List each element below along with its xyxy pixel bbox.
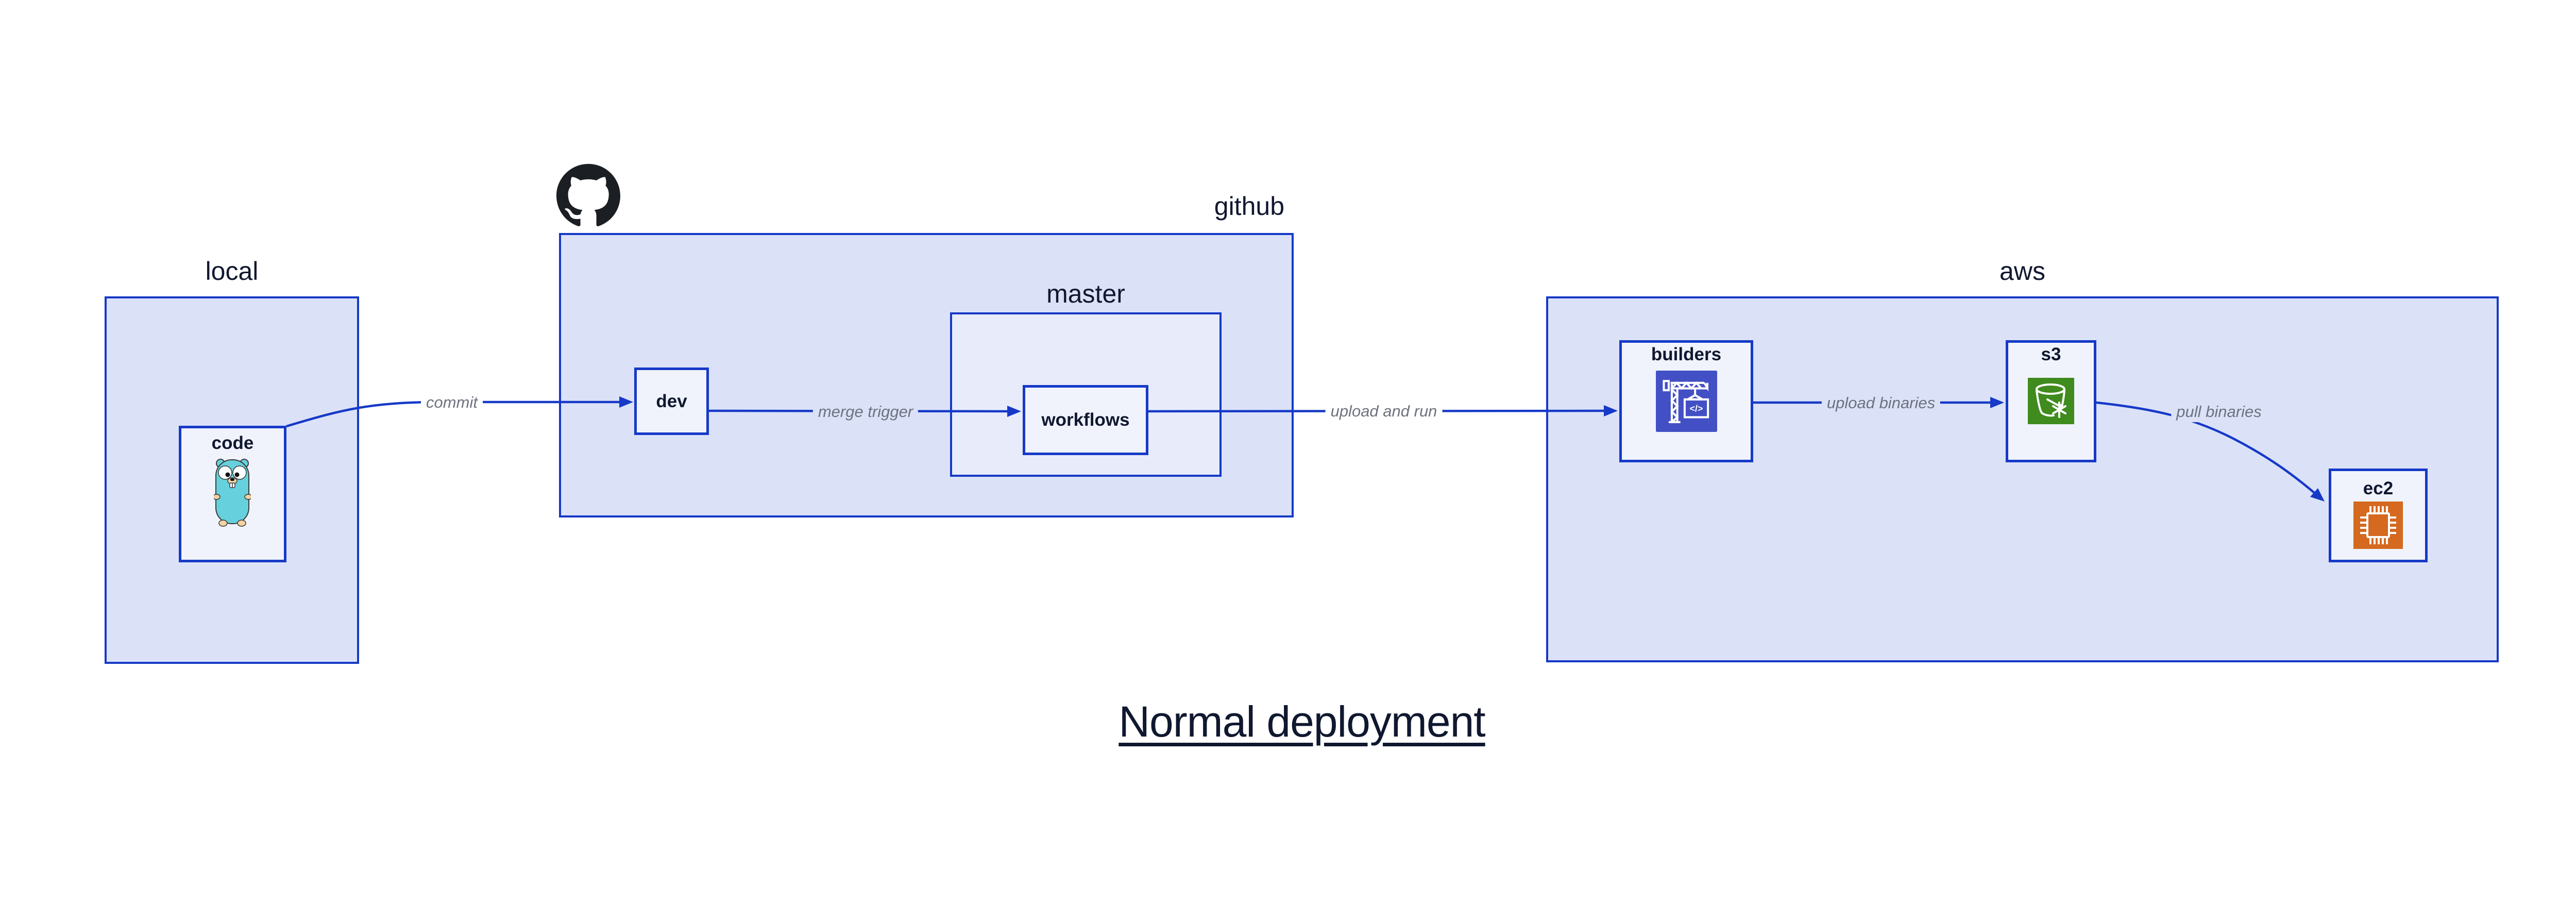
cluster-label-master: master xyxy=(1046,279,1125,308)
go-gopher-icon xyxy=(214,459,251,527)
node-label-s3: s3 xyxy=(2041,344,2061,364)
edge-label-upload-and-run: upload and run xyxy=(1325,401,1443,422)
node-label-dev: dev xyxy=(656,391,687,411)
node-dev xyxy=(634,368,709,435)
node-label-builders: builders xyxy=(1651,344,1722,364)
cluster-label-aws: aws xyxy=(1999,257,2045,286)
node-label-workflows: workflows xyxy=(1041,410,1130,430)
github-octocat-icon xyxy=(556,164,620,226)
edge-label-commit: commit xyxy=(421,392,483,413)
chip-icon xyxy=(2353,502,2403,549)
crane-icon: </> xyxy=(1656,371,1717,432)
crane-code-glyph: </> xyxy=(1690,404,1703,414)
node-label-code: code xyxy=(211,433,254,453)
edge-label-pull-binaries: pull binaries xyxy=(2171,402,2267,422)
cluster-label-github: github xyxy=(1214,192,1284,221)
bucket-snowflake-icon xyxy=(2028,378,2074,424)
node-builders xyxy=(1619,340,1753,462)
node-workflows xyxy=(1023,385,1148,455)
page-title: Normal deployment xyxy=(1118,697,1485,746)
cluster-label-local: local xyxy=(205,257,259,286)
edge-label-upload-binaries: upload binaries xyxy=(1821,393,1941,413)
edge-label-merge-trigger: merge trigger xyxy=(812,402,919,422)
node-label-ec2: ec2 xyxy=(2363,478,2394,498)
